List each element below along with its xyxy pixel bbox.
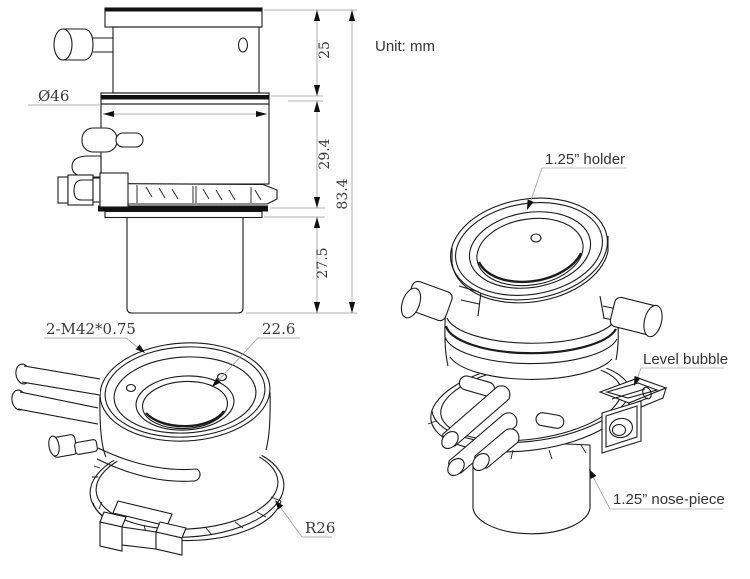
dim-hole-offset: 22.6 bbox=[262, 320, 295, 338]
bottom-view bbox=[11, 342, 285, 556]
level-bubble-part bbox=[598, 377, 668, 454]
clamp-part bbox=[99, 500, 187, 556]
side-view-dimensions bbox=[28, 9, 357, 314]
label-level-bubble: Level bubble bbox=[643, 351, 728, 368]
dim-top-section: 25 bbox=[317, 41, 333, 59]
dim-radius: R26 bbox=[305, 519, 335, 537]
bottom-view-leaders bbox=[44, 337, 332, 538]
unit-note: Unit: mm bbox=[375, 38, 435, 55]
iso-view bbox=[400, 197, 668, 535]
dim-total-height: 83.4 bbox=[335, 178, 351, 209]
dim-diameter: Ø46 bbox=[38, 87, 69, 105]
label-holder: 1.25” holder bbox=[545, 151, 625, 168]
label-thread-spec: 2-M42*0.75 bbox=[46, 320, 136, 338]
iso-view-leaders bbox=[527, 167, 724, 510]
side-view bbox=[53, 7, 278, 314]
dim-nose-section: 27.5 bbox=[315, 247, 331, 278]
dimension-arrows bbox=[103, 10, 356, 313]
label-nose-piece: 1.25” nose-piece bbox=[613, 491, 725, 508]
dim-mid-section: 29.4 bbox=[317, 138, 333, 169]
